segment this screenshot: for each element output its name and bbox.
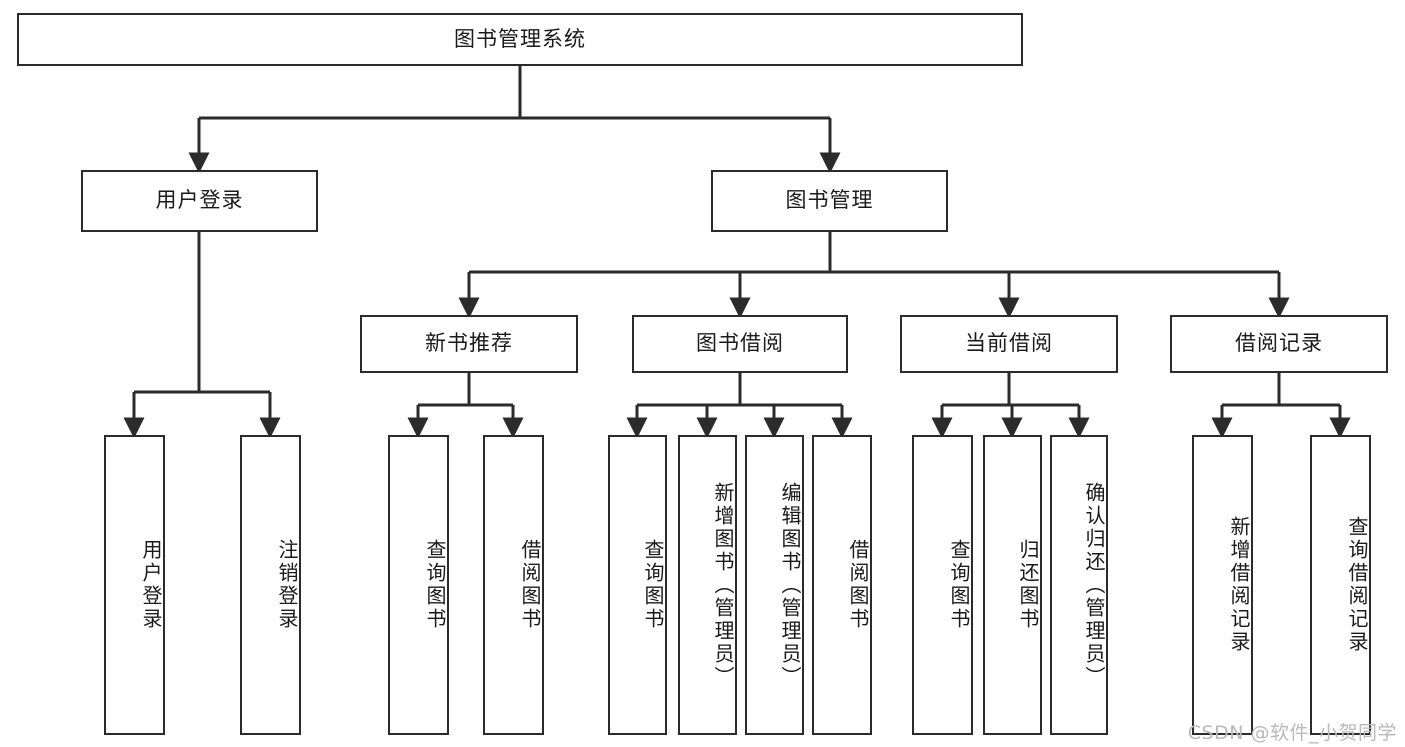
node-book-management[interactable]: 图书管理 (711, 170, 948, 232)
node-current-borrow[interactable]: 当前借阅 (900, 315, 1118, 373)
node-label: 新增借阅记录 (1227, 516, 1251, 654)
node-new-book-recommend[interactable]: 新书推荐 (360, 315, 578, 373)
node-leaf-logout[interactable]: 注销登录 (240, 435, 301, 735)
node-label: 借阅记录 (1235, 331, 1323, 356)
node-leaf-confirm-return-admin[interactable]: 确认归还（管理员） (1050, 435, 1108, 735)
node-label: 查询图书 (423, 539, 447, 631)
node-leaf-return-book[interactable]: 归还图书 (983, 435, 1042, 735)
node-label: 归还图书 (1016, 539, 1040, 631)
node-label: 图书借阅 (696, 331, 784, 356)
node-leaf-query-book-new[interactable]: 查询图书 (388, 435, 449, 735)
node-label: 查询图书 (947, 539, 971, 631)
node-leaf-borrow-book[interactable]: 借阅图书 (812, 435, 872, 735)
node-label: 用户登录 (139, 539, 163, 631)
node-leaf-user-login[interactable]: 用户登录 (104, 435, 165, 735)
node-user-login[interactable]: 用户登录 (81, 170, 318, 232)
node-label: 借阅图书 (846, 539, 870, 631)
node-leaf-add-borrow-record[interactable]: 新增借阅记录 (1192, 435, 1253, 735)
node-leaf-query-borrow-record[interactable]: 查询借阅记录 (1310, 435, 1371, 735)
node-label: 新增图书（管理员） (711, 481, 735, 689)
node-label: 图书管理系统 (454, 26, 586, 51)
node-root-book-management-system[interactable]: 图书管理系统 (17, 13, 1023, 66)
watermark-text: CSDN @软件_小贺同学 (1187, 722, 1397, 744)
node-label: 新书推荐 (425, 331, 513, 356)
node-label: 图书管理 (785, 188, 874, 213)
node-book-borrow[interactable]: 图书借阅 (632, 315, 848, 373)
node-label: 确认归还（管理员） (1082, 481, 1106, 689)
node-borrow-record[interactable]: 借阅记录 (1170, 315, 1388, 373)
node-leaf-add-book-admin[interactable]: 新增图书（管理员） (678, 435, 737, 735)
node-label: 借阅图书 (518, 539, 542, 631)
node-leaf-borrow-book-new[interactable]: 借阅图书 (483, 435, 544, 735)
node-leaf-edit-book-admin[interactable]: 编辑图书（管理员） (745, 435, 804, 735)
node-leaf-query-book-borrow[interactable]: 查询图书 (608, 435, 667, 735)
node-label: 当前借阅 (965, 331, 1053, 356)
node-label: 用户登录 (155, 188, 244, 213)
node-leaf-query-book-current[interactable]: 查询图书 (912, 435, 973, 735)
node-label: 编辑图书（管理员） (778, 481, 802, 689)
node-label: 注销登录 (275, 539, 299, 631)
node-label: 查询借阅记录 (1345, 516, 1369, 654)
node-label: 查询图书 (641, 539, 665, 631)
